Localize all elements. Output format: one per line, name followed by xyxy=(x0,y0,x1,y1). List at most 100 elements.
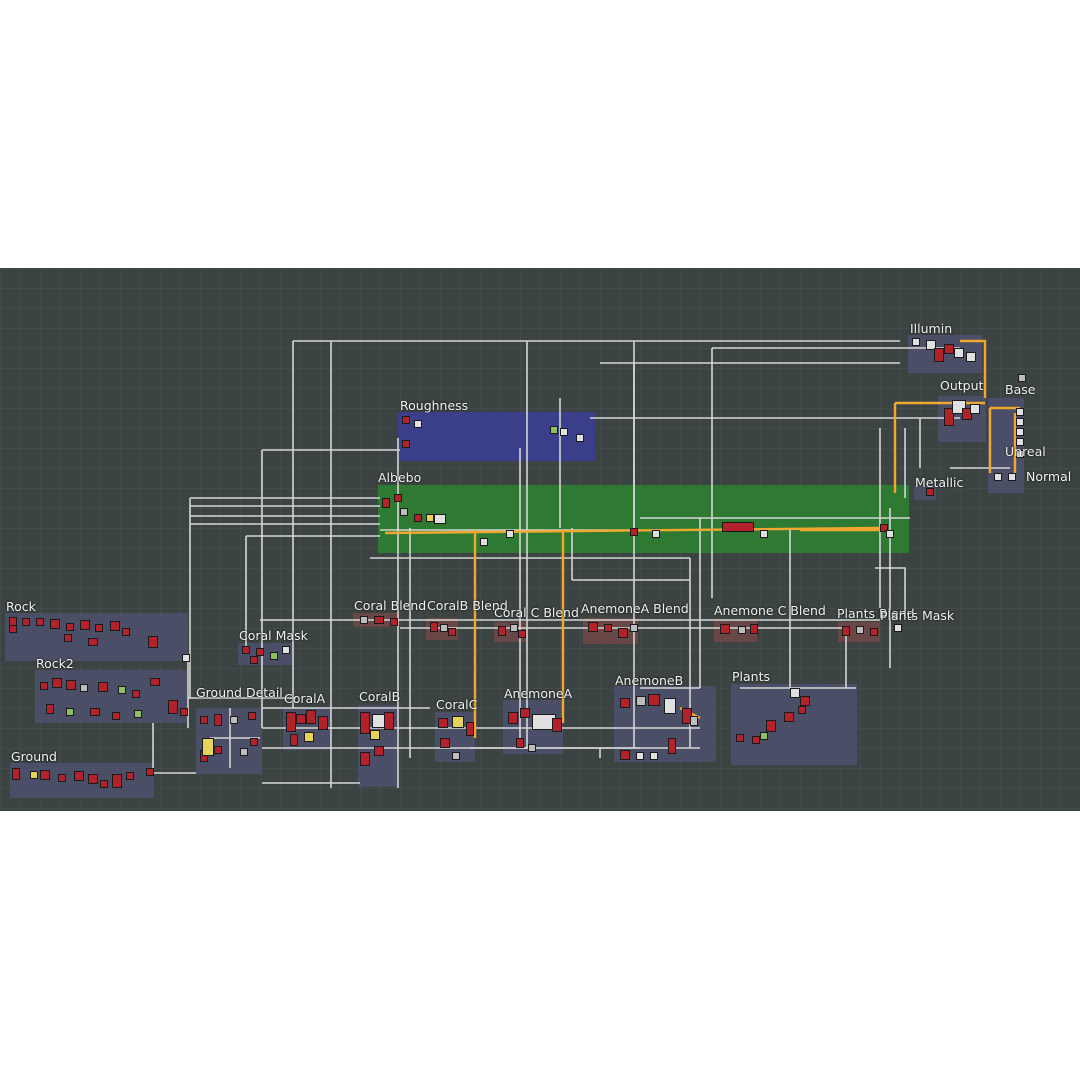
graph-node-130[interactable] xyxy=(550,426,558,434)
frame-label-unreal[interactable]: Unreal xyxy=(1005,444,1046,459)
frame-label-normal[interactable]: Normal xyxy=(1026,469,1072,484)
graph-node-59[interactable] xyxy=(360,712,370,734)
graph-node-85[interactable] xyxy=(668,738,676,754)
graph-node-149[interactable] xyxy=(1016,450,1024,458)
graph-node-29[interactable] xyxy=(12,768,20,780)
graph-node-146[interactable] xyxy=(1016,418,1024,426)
graph-node-121[interactable] xyxy=(506,530,514,538)
graph-node-50[interactable] xyxy=(270,652,278,660)
graph-node-44[interactable] xyxy=(214,746,222,754)
graph-node-106[interactable] xyxy=(630,624,638,632)
graph-node-3[interactable] xyxy=(50,619,60,629)
graph-node-134[interactable] xyxy=(912,338,920,346)
graph-node-83[interactable] xyxy=(636,752,644,760)
graph-node-123[interactable] xyxy=(652,530,660,538)
graph-node-63[interactable] xyxy=(360,752,370,766)
graph-node-86[interactable] xyxy=(736,734,744,742)
graph-node-2[interactable] xyxy=(36,618,44,626)
graph-node-124[interactable] xyxy=(722,522,754,532)
graph-node-55[interactable] xyxy=(306,710,316,724)
graph-node-88[interactable] xyxy=(766,720,776,732)
graph-node-98[interactable] xyxy=(440,624,448,632)
graph-node-58[interactable] xyxy=(304,732,314,742)
graph-node-97[interactable] xyxy=(430,622,438,632)
frame-label-anemone-a-blend[interactable]: AnemoneA Blend xyxy=(581,601,689,616)
graph-node-18[interactable] xyxy=(98,682,108,692)
graph-node-66[interactable] xyxy=(452,716,464,728)
graph-node-136[interactable] xyxy=(934,348,944,362)
graph-node-61[interactable] xyxy=(384,712,394,730)
graph-node-113[interactable] xyxy=(894,624,902,632)
graph-node-68[interactable] xyxy=(440,738,450,748)
graph-node-26[interactable] xyxy=(134,710,142,718)
frame-label-illumin[interactable]: Illumin xyxy=(910,321,953,336)
graph-node-33[interactable] xyxy=(74,771,84,781)
frame-label-coral-a[interactable]: CoralA xyxy=(284,691,326,706)
graph-node-64[interactable] xyxy=(374,746,384,756)
frame-albebo[interactable] xyxy=(378,485,909,553)
graph-node-25[interactable] xyxy=(112,712,120,720)
graph-node-109[interactable] xyxy=(750,624,758,634)
graph-node-89[interactable] xyxy=(784,712,794,722)
graph-node-93[interactable] xyxy=(760,732,768,740)
graph-node-139[interactable] xyxy=(966,352,976,362)
graph-node-84[interactable] xyxy=(650,752,658,760)
graph-node-104[interactable] xyxy=(604,624,612,632)
graph-node-78[interactable] xyxy=(648,694,660,706)
graph-node-1[interactable] xyxy=(22,618,30,626)
graph-node-62[interactable] xyxy=(370,730,380,740)
graph-node-48[interactable] xyxy=(242,646,250,654)
graph-node-95[interactable] xyxy=(374,616,384,624)
graph-node-41[interactable] xyxy=(230,716,238,724)
graph-node-34[interactable] xyxy=(88,774,98,784)
graph-node-67[interactable] xyxy=(466,722,474,736)
graph-node-81[interactable] xyxy=(690,716,698,726)
graph-node-111[interactable] xyxy=(856,626,864,634)
graph-node-53[interactable] xyxy=(286,712,296,732)
frame-label-coral-c[interactable]: CoralC xyxy=(436,697,478,712)
graph-node-8[interactable] xyxy=(122,628,130,636)
graph-node-57[interactable] xyxy=(290,734,298,746)
graph-node-32[interactable] xyxy=(58,774,66,782)
graph-node-17[interactable] xyxy=(80,684,88,692)
graph-node-122[interactable] xyxy=(630,528,638,536)
graph-node-115[interactable] xyxy=(394,494,402,502)
graph-node-23[interactable] xyxy=(66,708,74,716)
graph-node-103[interactable] xyxy=(588,622,598,632)
frame-label-anemone-c-blend[interactable]: Anemone C Blend xyxy=(714,603,826,618)
graph-node-7[interactable] xyxy=(110,621,120,631)
graph-node-13[interactable] xyxy=(9,625,17,633)
graph-node-65[interactable] xyxy=(438,718,448,728)
graph-node-10[interactable] xyxy=(64,634,72,642)
graph-node-40[interactable] xyxy=(214,714,222,726)
graph-node-73[interactable] xyxy=(552,718,562,732)
graph-node-150[interactable] xyxy=(994,473,1002,481)
graph-node-12[interactable] xyxy=(182,654,190,662)
graph-node-22[interactable] xyxy=(46,704,54,714)
graph-node-108[interactable] xyxy=(738,626,746,634)
graph-node-56[interactable] xyxy=(318,716,328,730)
graph-node-52[interactable] xyxy=(250,656,258,664)
graph-node-37[interactable] xyxy=(146,768,154,776)
graph-node-11[interactable] xyxy=(88,638,98,646)
frame-label-base[interactable]: Base xyxy=(1005,382,1036,397)
frame-roughness[interactable] xyxy=(398,412,595,461)
graph-node-129[interactable] xyxy=(414,420,422,428)
graph-node-69[interactable] xyxy=(452,752,460,760)
graph-node-102[interactable] xyxy=(518,630,526,638)
graph-node-38[interactable] xyxy=(100,780,108,788)
graph-node-39[interactable] xyxy=(200,716,208,724)
graph-node-4[interactable] xyxy=(66,623,74,631)
frame-label-anemone-b[interactable]: AnemoneB xyxy=(615,673,684,688)
frame-label-coral-b[interactable]: CoralB xyxy=(359,689,401,704)
graph-node-126[interactable] xyxy=(880,524,888,532)
graph-node-24[interactable] xyxy=(90,708,100,716)
graph-node-135[interactable] xyxy=(926,340,936,350)
graph-node-27[interactable] xyxy=(168,700,178,714)
graph-node-90[interactable] xyxy=(790,688,800,698)
graph-node-137[interactable] xyxy=(944,344,954,354)
graph-node-35[interactable] xyxy=(112,774,122,788)
frame-label-coral-b-blend[interactable]: CoralB Blend xyxy=(427,598,508,613)
graph-node-46[interactable] xyxy=(202,738,214,756)
graph-node-54[interactable] xyxy=(296,714,306,724)
